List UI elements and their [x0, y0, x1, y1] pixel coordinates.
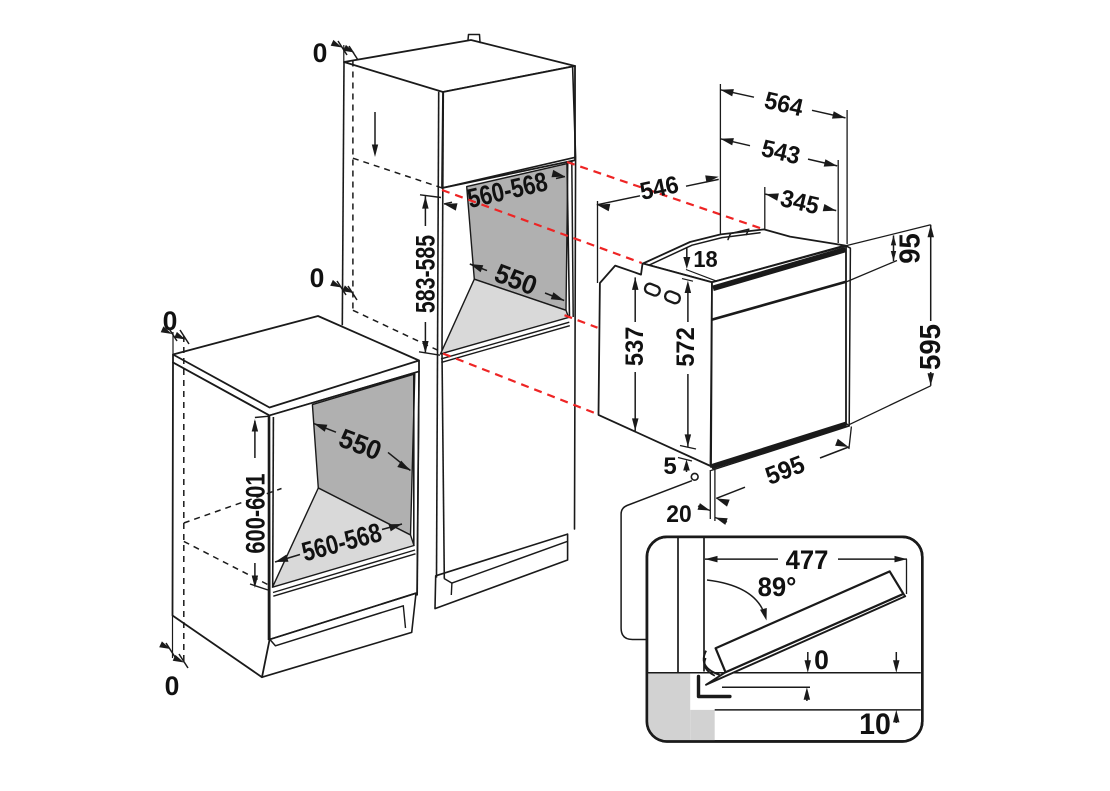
svg-text:10: 10: [859, 708, 891, 741]
svg-text:89°: 89°: [758, 572, 797, 602]
svg-text:600-601: 600-601: [241, 473, 271, 553]
svg-text:0: 0: [163, 306, 178, 336]
svg-text:20: 20: [666, 501, 691, 528]
svg-text:583-585: 583-585: [411, 235, 441, 313]
svg-text:0: 0: [814, 645, 829, 675]
svg-text:18: 18: [693, 246, 717, 272]
svg-text:537: 537: [621, 327, 649, 367]
svg-text:595: 595: [915, 324, 947, 370]
svg-text:95: 95: [895, 233, 927, 264]
svg-text:5: 5: [663, 453, 676, 480]
svg-text:477: 477: [786, 545, 829, 575]
svg-text:0: 0: [313, 38, 328, 68]
svg-text:572: 572: [672, 327, 700, 367]
svg-text:0: 0: [165, 671, 180, 701]
svg-text:0: 0: [310, 263, 325, 293]
